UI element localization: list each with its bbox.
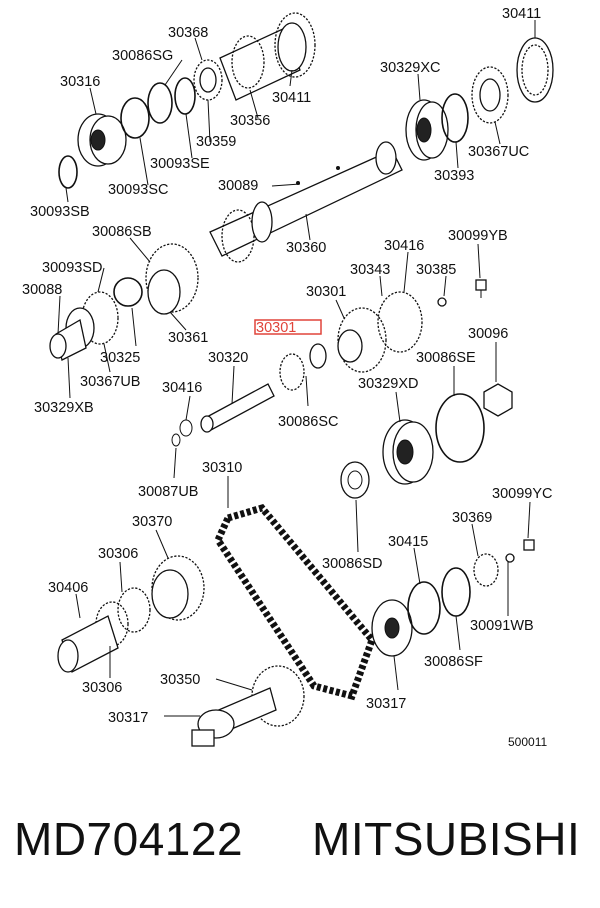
- part-labels: 30411 30368 30086SG 30316 30329XC 30411 …: [22, 6, 552, 749]
- diagram-canvas: 30411 30368 30086SG 30316 30329XC 30411 …: [22, 6, 554, 749]
- label-30368: 30368: [168, 25, 208, 41]
- label-30317: 30317: [366, 696, 406, 712]
- label-30361: 30361: [168, 330, 208, 346]
- label-30393: 30393: [434, 168, 474, 184]
- label-30369: 30369: [452, 510, 492, 526]
- counter-gear-group: [171, 279, 513, 447]
- label-30086SG: 30086SG: [112, 48, 173, 64]
- label-30356: 30356: [230, 113, 270, 129]
- label-30343: 30343: [350, 262, 390, 278]
- label-30093SC: 30093SC: [108, 182, 168, 198]
- label-30086SB: 30086SB: [92, 224, 152, 240]
- label-30093SE: 30093SE: [150, 156, 210, 172]
- brand-name: MITSUBISHI: [312, 813, 581, 865]
- label-30301-highlighted: 30301: [256, 320, 296, 336]
- label-30325: 30325: [100, 350, 140, 366]
- output-shaft-group: [58, 12, 316, 189]
- bearing-30329XD-group: [340, 393, 485, 499]
- label-30329XD: 30329XD: [358, 376, 418, 392]
- label-30416: 30416: [384, 238, 424, 254]
- label-30316: 30316: [60, 74, 100, 90]
- label-30317-b: 30317: [108, 710, 148, 726]
- label-30329XB: 30329XB: [34, 400, 94, 416]
- label-30329XC: 30329XC: [380, 60, 440, 76]
- label-30359: 30359: [196, 134, 236, 150]
- highlight-box: [254, 319, 322, 335]
- drive-sprocket-group: [191, 665, 305, 747]
- label-30385: 30385: [416, 262, 456, 278]
- left-middle-group: [49, 243, 199, 361]
- label-30367UB: 30367UB: [80, 374, 140, 390]
- label-30360: 30360: [286, 240, 326, 256]
- label-30370: 30370: [132, 514, 172, 530]
- label-30415: 30415: [388, 534, 428, 550]
- label-30086SF: 30086SF: [424, 654, 483, 670]
- label-30087UB: 30087UB: [138, 484, 198, 500]
- nut-30096-shape: [483, 383, 513, 417]
- label-30091WB: 30091WB: [470, 618, 534, 634]
- label-30099YB: 30099YB: [448, 228, 508, 244]
- right-top-group: [405, 37, 554, 161]
- label-30089: 30089: [218, 178, 258, 194]
- label-30411-b: 30411: [272, 90, 311, 106]
- label-30086SC: 30086SC: [278, 414, 338, 430]
- lower-left-group: [57, 555, 205, 673]
- label-30406: 30406: [48, 580, 88, 596]
- label-30320: 30320: [208, 350, 248, 366]
- part-number: MD704122: [14, 813, 244, 865]
- label-30306-b: 30306: [82, 680, 122, 696]
- main-shaft-30360: [209, 141, 403, 263]
- label-30411: 30411: [502, 6, 541, 22]
- label-30086SD: 30086SD: [322, 556, 382, 572]
- label-30367UC: 30367UC: [468, 144, 529, 160]
- label-30093SD: 30093SD: [42, 260, 102, 276]
- chain-30310-shape: [214, 503, 376, 701]
- label-30301-upper: 30301: [306, 284, 346, 300]
- label-30096: 30096: [468, 326, 508, 342]
- label-30088: 30088: [22, 282, 62, 298]
- label-30306: 30306: [98, 546, 138, 562]
- label-30416-b: 30416: [162, 380, 202, 396]
- label-30093SB: 30093SB: [30, 204, 90, 220]
- label-30310: 30310: [202, 460, 242, 476]
- exploded-parts-diagram: 30411 30368 30086SG 30316 30329XC 30411 …: [22, 6, 554, 749]
- label-30086SE: 30086SE: [416, 350, 476, 366]
- diagram-code: 500011: [508, 735, 547, 749]
- right-lower-group: [371, 539, 535, 657]
- label-30350: 30350: [160, 672, 200, 688]
- label-30099YC: 30099YC: [492, 486, 552, 502]
- leader-lines: [57, 20, 536, 717]
